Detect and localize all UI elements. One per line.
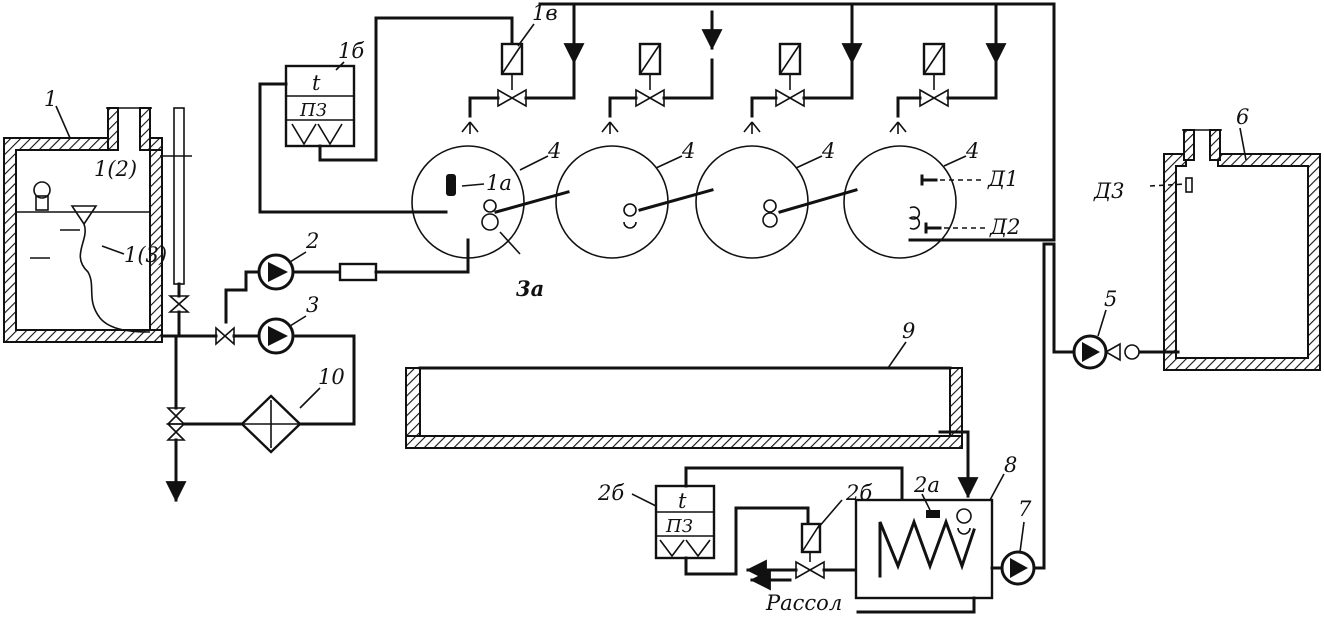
vessel-4-b xyxy=(555,145,669,259)
label-float-link: 1(3) xyxy=(124,243,167,267)
top-valve-manifold xyxy=(524,2,1056,242)
label-vessel-4-b: 4 xyxy=(681,139,695,163)
label-solenoid-1v: 1в xyxy=(532,1,558,25)
label-sensor-d3: Д3 xyxy=(1093,179,1124,203)
label-filter-10: 10 xyxy=(318,365,345,389)
pump-7 xyxy=(1000,550,1036,586)
label-vessel-4-d: 4 xyxy=(965,139,979,163)
pump-5 xyxy=(1072,334,1108,370)
label-level-sensor-3a: 3а xyxy=(516,276,544,301)
flow-meter xyxy=(338,262,378,282)
label-sensor-d1: Д1 xyxy=(987,167,1018,191)
label-sensor-d2: Д2 xyxy=(989,215,1020,239)
label-tank-6: 6 xyxy=(1236,105,1249,129)
solenoid-valve-2 xyxy=(608,42,665,118)
solenoid-valve-3 xyxy=(750,42,805,118)
label-pump-5: 5 xyxy=(1104,287,1117,311)
left-piping xyxy=(160,282,356,503)
label-controller-2b: 2б xyxy=(597,481,624,505)
controller-2b-pz: ПЗ xyxy=(665,516,693,537)
label-sensor-2a: 2а xyxy=(913,473,940,497)
evaporator-8 xyxy=(854,498,994,600)
vessel-4-a xyxy=(411,145,525,259)
controller-1b-pz: ПЗ xyxy=(299,100,327,121)
label-pump-7: 7 xyxy=(1018,497,1032,521)
label-evaporator-8: 8 xyxy=(1004,453,1017,477)
controller-1b: t ПЗ xyxy=(284,64,356,148)
label-vessel-4-c: 4 xyxy=(821,139,835,163)
pump-3 xyxy=(257,317,295,355)
label-pump-2: 2 xyxy=(305,229,319,253)
solenoid-valve-1v xyxy=(468,42,527,118)
controller-1b-t: t xyxy=(312,71,321,95)
label-trough-9: 9 xyxy=(902,319,915,343)
tank-6 xyxy=(1163,129,1321,371)
vessel-4-d xyxy=(843,145,957,259)
vessel-4-c xyxy=(695,145,809,259)
pump-2 xyxy=(257,253,295,291)
label-float-valve: 1(2) xyxy=(94,157,137,181)
spray-nozzles xyxy=(461,121,907,134)
label-brine: Рассол xyxy=(765,591,842,615)
trough-9 xyxy=(405,366,963,449)
solenoid-valve-2b xyxy=(795,522,825,580)
tank-1 xyxy=(3,107,192,343)
label-pump-3: 3 xyxy=(306,293,319,317)
label-sensor-1a: 1а xyxy=(486,171,512,195)
label-controller-1b: 1б xyxy=(338,39,364,63)
controller-2b-t: t xyxy=(678,489,687,513)
filter-10 xyxy=(240,394,302,454)
label-tank-1: 1 xyxy=(44,87,57,111)
label-vessel-4-a: 4 xyxy=(547,139,561,163)
solenoid-valve-4 xyxy=(896,42,949,118)
controller-2b: t ПЗ xyxy=(654,484,716,560)
